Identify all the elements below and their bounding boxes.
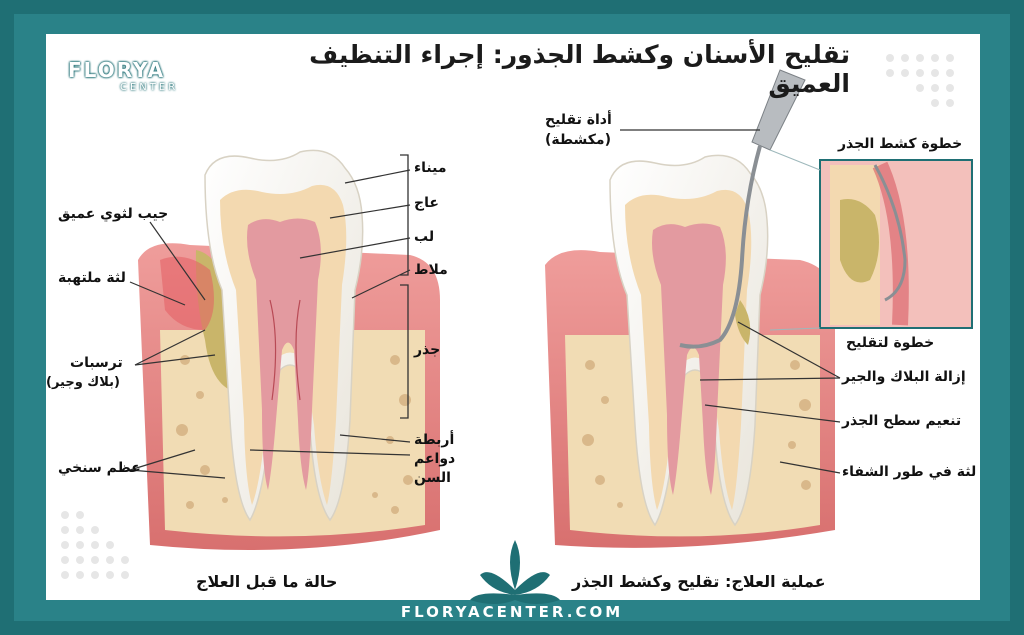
label-ligaments-1: أربطة [414,432,455,448]
label-inflamed-gum: لثة ملتهبة [58,270,126,286]
label-healing-gum: لثة في طور الشفاء [842,464,977,480]
label-tool-1: أداة تقليح [545,112,612,128]
right-leader-lines [620,129,841,474]
label-remove-plaque: إزالة البلاك والجير [842,369,966,385]
logo-sub-text: CENTER [120,82,179,93]
caption-before: حالة ما قبل العلاج [196,572,338,591]
label-root-planing-step: خطوة كشط الجذر [838,136,963,152]
label-ligaments-3: السن [414,470,451,486]
label-enamel: ميناء [414,160,447,176]
pulp-chamber-right [652,223,726,495]
pulp-chamber [247,218,321,490]
brand-logo: FLORYA CENTER [68,58,188,93]
label-scaling-step: خطوة لتقليح [846,335,935,351]
page-title: تقليح الأسنان وكشط الجذور: إجراء التنظيف… [309,40,850,98]
label-tool-2: (مكشطة) [545,132,611,148]
lotus-leaf-icon [470,540,560,604]
decorative-dots [61,54,954,579]
inflamed-gum-area [160,256,214,330]
bone-pores [176,355,413,514]
remaining-tartar [735,300,751,345]
caption-treatment: عملية العلاج: تقليح وكشط الجذر [572,572,826,591]
label-deposits-2: (بلاك وجير) [46,375,120,390]
label-pulp: لب [414,229,435,245]
label-deep-pocket: جيب لثوي عميق [58,206,169,222]
root-planing-inset [769,149,973,331]
label-deposits-1: ترسبات [70,355,123,371]
treatment-tooth-illustration [545,154,835,548]
footer-url[interactable]: FLORYACENTER.COM [400,603,624,621]
label-smooth-root: تنعيم سطح الجذر [842,413,962,429]
bone-pores-right [582,360,811,508]
label-cementum: ملاط [414,262,448,278]
label-spongy-bone: عظم سنخي [58,460,141,476]
logo-main-text: FLORYA [68,58,166,82]
before-tooth-illustration [138,149,440,550]
label-ligaments-2: دواعم [414,451,456,467]
structure-bracket [400,154,409,419]
left-leader-lines [129,169,411,479]
pulp-vessels [269,299,301,401]
label-root: جذر [414,342,441,358]
label-dentin: عاج [414,195,439,211]
